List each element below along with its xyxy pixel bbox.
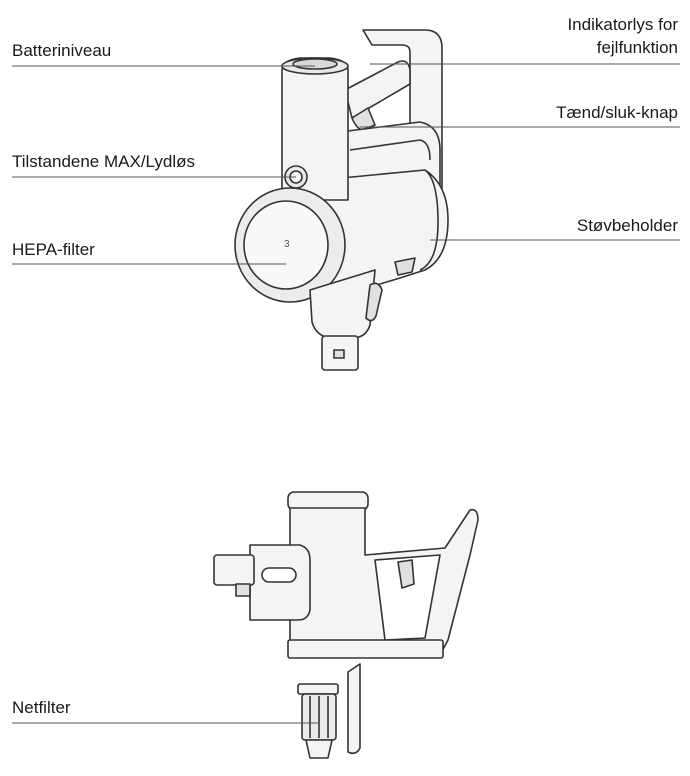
side-nozzle-tab xyxy=(235,583,251,597)
trigger xyxy=(351,107,376,131)
side-trigger xyxy=(397,559,415,589)
label-error-indicator-line1: Indikatorlys for xyxy=(567,15,678,34)
upper-housing-ridge xyxy=(349,139,431,161)
bottom-vacuum-unit xyxy=(213,491,479,759)
side-bin-slot xyxy=(261,567,297,583)
label-power-button: Tænd/sluk-knap xyxy=(556,103,678,122)
label-hepa-filter: HEPA-filter xyxy=(12,240,95,259)
label-error-indicator-line2: fejlfunktion xyxy=(596,38,678,57)
label-battery-level: Batteriniveau xyxy=(12,41,112,60)
callout-lines xyxy=(12,63,680,724)
label-net-filter: Netfilter xyxy=(12,698,71,717)
label-dust-container: Støvbeholder xyxy=(576,216,678,235)
nozzle-slot xyxy=(365,282,383,322)
side-nozzle xyxy=(213,554,255,586)
connector-tab xyxy=(333,349,345,359)
top-vacuum-unit: 3 xyxy=(234,29,449,371)
base-foot xyxy=(394,257,416,276)
side-handle-cavity xyxy=(374,554,441,641)
hepa-inner xyxy=(243,200,329,290)
side-base-plate xyxy=(287,639,444,659)
handle-bar xyxy=(344,60,411,119)
net-filter-cap xyxy=(297,683,339,695)
net-filter-base xyxy=(305,739,333,759)
hepa-mark: 3 xyxy=(284,239,290,250)
battery-top-ring xyxy=(292,58,338,70)
hinge-cover xyxy=(347,663,361,755)
label-modes: Tilstandene MAX/Lydløs xyxy=(12,152,195,171)
dust-container-band xyxy=(419,169,439,271)
